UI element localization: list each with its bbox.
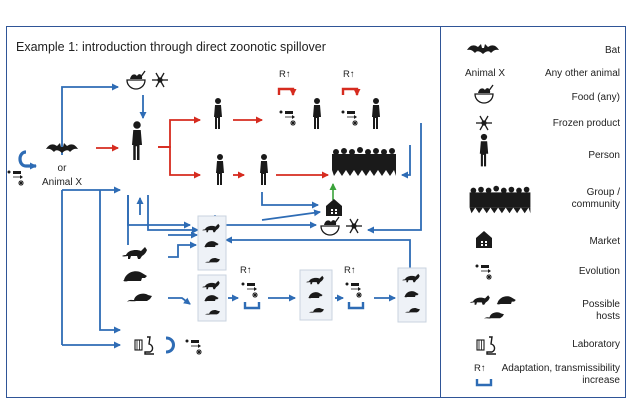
food-bowl-icon — [126, 70, 146, 90]
crowd-icon — [332, 147, 396, 176]
adaptation-label: R↑ — [344, 265, 356, 276]
adaptation-arrow — [347, 300, 365, 310]
red-connectors — [96, 116, 329, 179]
legend-label-hosts: Possible hosts — [582, 299, 620, 322]
person-icon — [260, 154, 268, 185]
host-box — [397, 267, 427, 323]
host-box — [197, 274, 227, 322]
legend-divider — [440, 26, 441, 398]
legend-ferret-icon — [469, 295, 490, 305]
adaptation-arrow — [243, 300, 261, 310]
legend-person-icon — [479, 133, 489, 167]
adaptation-label: R↑ — [343, 69, 355, 80]
legend-bat-icon — [467, 44, 499, 54]
lab-loop-arrow — [165, 336, 175, 354]
legend-label-bat: Bat — [604, 45, 620, 56]
source-animal-x-label: Animal X — [41, 177, 82, 188]
source-group — [7, 143, 78, 187]
legend-label-market: Market — [589, 236, 620, 247]
evolution-icon — [241, 282, 259, 299]
legend-label-person: Person — [588, 150, 620, 161]
person-icon — [214, 98, 222, 129]
rat-icon — [127, 293, 152, 302]
adaptation-arrow — [343, 89, 357, 95]
pangolin-icon — [123, 271, 147, 282]
legend-label-laboratory: Laboratory — [572, 339, 620, 350]
ferret-icon — [122, 247, 147, 259]
legend-label-adaptation: Adaptation, transmissibility increase — [501, 363, 620, 386]
adaptation-label: R↑ — [279, 69, 291, 80]
legend-label-group: Group / community — [571, 187, 620, 210]
legend-label-any-animal: Any other animal — [544, 68, 620, 79]
source-or-label: or — [57, 163, 67, 174]
legend-market-icon — [476, 231, 492, 248]
legend-label-food: Food (any) — [571, 92, 620, 103]
evolution-icon — [279, 110, 297, 127]
diagram-frame — [6, 26, 626, 398]
snowflake-icon — [345, 218, 363, 234]
source-loop-arrow — [18, 150, 37, 170]
evolution-icon — [7, 170, 25, 187]
host-box — [197, 215, 227, 271]
legend-adaptation-text: R↑ — [474, 363, 486, 374]
person-icon — [313, 98, 321, 129]
legend-rat-icon — [484, 312, 504, 319]
legend-pangolin-icon — [496, 296, 516, 305]
evolution-icon — [345, 282, 363, 299]
blue-connectors — [61, 83, 422, 349]
legend-laboratory-icon — [476, 336, 497, 355]
evolution-icon — [341, 110, 359, 127]
legend-food-icon — [474, 84, 494, 104]
evolution-icon — [185, 339, 203, 356]
adaptation-arrow — [279, 89, 293, 95]
legend-adaptation-arrow — [475, 377, 493, 387]
snowflake-icon — [151, 72, 169, 88]
person-icon-index — [132, 121, 142, 160]
legend-label-evolution: Evolution — [578, 266, 620, 277]
legend-snowflake-icon — [475, 115, 493, 131]
legend-animal-x-text: Animal X — [464, 68, 505, 79]
legend-crowd-icon — [469, 185, 531, 214]
food-bowl-icon — [320, 216, 340, 236]
person-icon — [216, 154, 224, 185]
adaptation-label: R↑ — [240, 265, 252, 276]
laboratory-icon — [134, 336, 155, 355]
legend-evolution-icon — [475, 264, 493, 281]
person-icon — [372, 98, 380, 129]
legend-label-frozen: Frozen product — [552, 118, 620, 129]
market-icon — [326, 199, 342, 216]
diagram-title: Example 1: introduction through direct z… — [16, 40, 326, 54]
host-box — [299, 269, 333, 321]
